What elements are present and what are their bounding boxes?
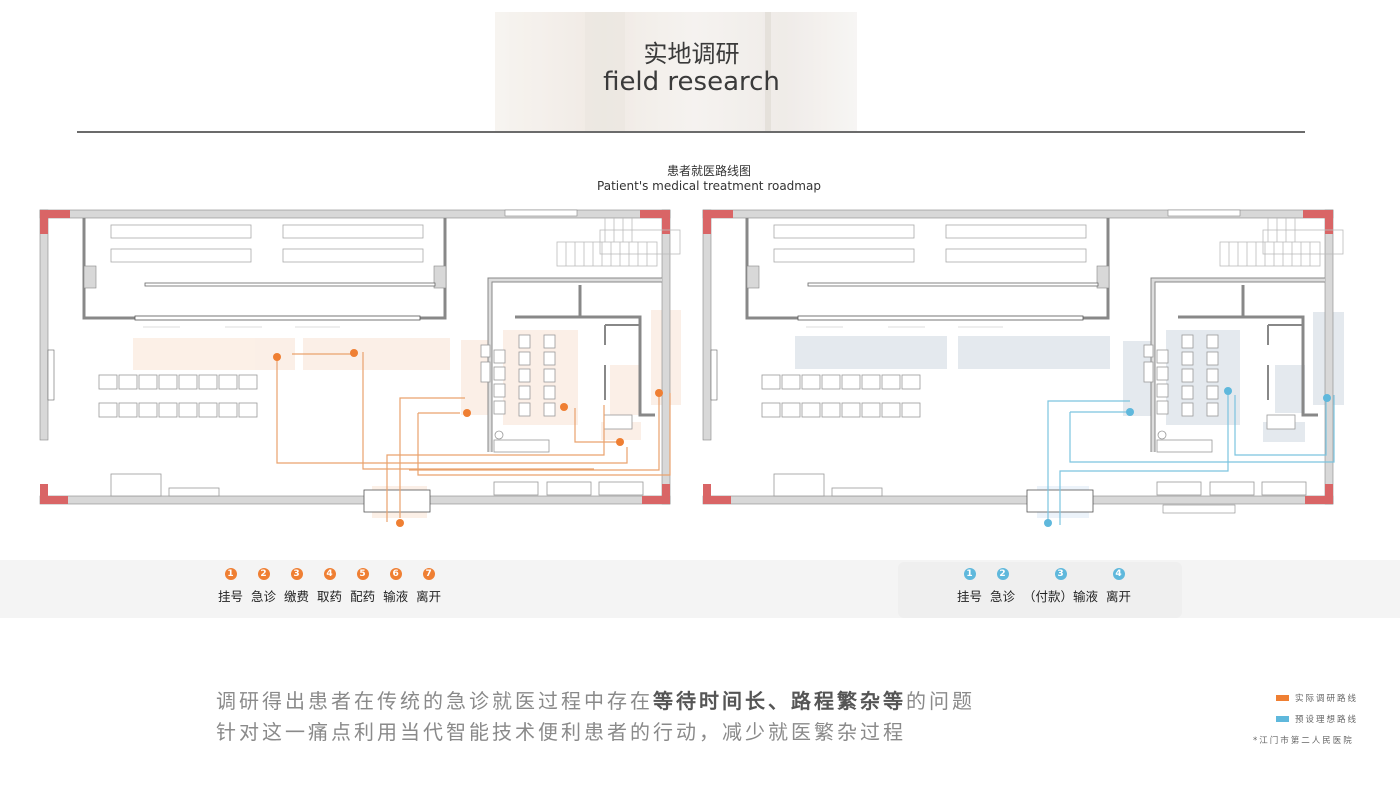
key-ideal-route: 预设理想路线 (1276, 713, 1358, 725)
step-badge: 2 (996, 568, 1009, 580)
actual-steps-legend: 1 挂号 2 急诊 3 缴费 4 取药 5 配药 6 输液 7 离开 (218, 568, 449, 605)
key-label: 预设理想路线 (1295, 715, 1359, 725)
actual-step: 2 急诊 (251, 568, 276, 605)
hospital-footnote: *江门市第二人民医院 (1253, 736, 1354, 746)
summary-line-1: 调研得出患者在传统的急诊就医过程中存在等待时间长、路程繁杂等的问题 (216, 686, 975, 717)
step-badge: 2 (257, 568, 270, 580)
actual-route-badges (273, 349, 663, 527)
step-label: 急诊 (990, 589, 1016, 604)
floor-plan-ideal (703, 210, 1344, 518)
ideal-step: 3 （付款）输液 (1023, 568, 1098, 605)
ideal-step: 2 急诊 (990, 568, 1015, 605)
ideal-route-lines (1047, 390, 1335, 525)
key-label: 实际调研路线 (1295, 694, 1359, 704)
key-actual-route: 实际调研路线 (1276, 692, 1358, 704)
floor-plan-actual (40, 210, 681, 527)
step-badge: 4 (1112, 568, 1125, 580)
step-label: 挂号 (218, 589, 244, 604)
header-divider (77, 131, 1305, 133)
actual-step: 3 缴费 (284, 568, 309, 605)
page-title-cn: 实地调研 (643, 40, 740, 68)
research-summary: 调研得出患者在传统的急诊就医过程中存在等待时间长、路程繁杂等的问题 针对这一痛点… (216, 686, 975, 748)
ideal-step: 4 离开 (1106, 568, 1131, 605)
ideal-step: 1 挂号 (957, 568, 982, 605)
step-label: 输液 (383, 589, 409, 604)
actual-route-lines (276, 352, 671, 522)
step-badge: 6 (389, 568, 402, 580)
roadmap-title-en: Patient's medical treatment roadmap (597, 179, 821, 193)
step-legend-band (0, 560, 1400, 618)
summary-line-2: 针对这一痛点利用当代智能技术便利患者的行动，减少就医繁杂过程 (216, 720, 906, 744)
step-badge: 1 (224, 568, 237, 580)
step-label: 挂号 (957, 589, 983, 604)
actual-step: 6 输液 (383, 568, 408, 605)
blue-swatch (1276, 716, 1289, 722)
summary-emphasis: 等待时间长、路程繁杂等 (653, 689, 906, 713)
actual-step: 1 挂号 (218, 568, 243, 605)
step-label: 离开 (416, 589, 442, 604)
ideal-steps-legend: 1 挂号 2 急诊 3 （付款）输液 4 离开 (957, 568, 1139, 605)
actual-step: 7 离开 (416, 568, 441, 605)
step-badge: 7 (422, 568, 435, 580)
orange-swatch (1276, 695, 1289, 701)
step-label: 配药 (350, 589, 376, 604)
step-badge: 5 (356, 568, 369, 580)
ideal-route-badges (1044, 387, 1331, 527)
step-label: 离开 (1106, 589, 1132, 604)
header-background-photo (495, 12, 857, 132)
step-badge: 3 (290, 568, 303, 580)
step-badge: 3 (1054, 568, 1067, 580)
page-title-en: field research (603, 67, 780, 97)
actual-step: 4 取药 (317, 568, 342, 605)
floor-plans (0, 0, 1400, 527)
summary-text: 调研得出患者在传统的急诊就医过程中存在 (216, 689, 653, 713)
step-badge: 1 (963, 568, 976, 580)
ideal-legend-panel (898, 562, 1182, 618)
step-label: 急诊 (251, 589, 277, 604)
actual-step: 5 配药 (350, 568, 375, 605)
step-label: 取药 (317, 589, 343, 604)
step-badge: 4 (323, 568, 336, 580)
step-label: 缴费 (284, 589, 310, 604)
roadmap-title-cn: 患者就医路线图 (666, 164, 751, 178)
summary-text: 的问题 (906, 689, 975, 713)
step-label: （付款）输液 (1023, 589, 1099, 604)
